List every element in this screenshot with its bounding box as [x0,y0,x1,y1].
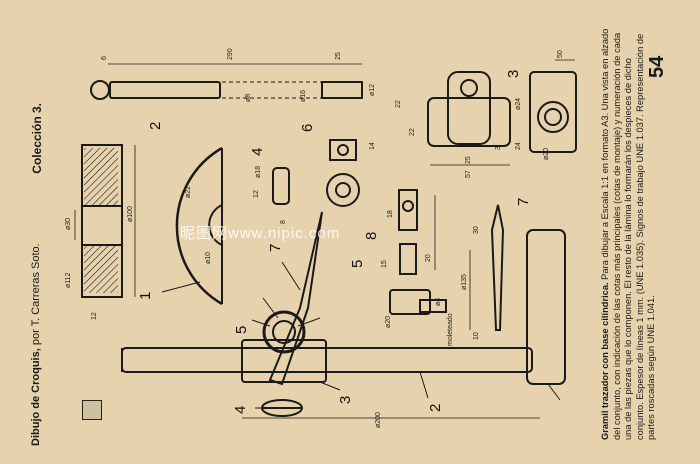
series-label: Colección 3. [30,103,44,174]
base-disc-arc [175,146,223,306]
dim-label: 20 [425,254,432,262]
washer-part-4 [272,167,290,205]
part-number: 8 [363,232,380,240]
dim-label: 15 [381,260,388,268]
dim-label: ø10 [205,252,212,264]
dim-label: 18 [387,210,394,218]
dim-label: 12 [253,190,260,198]
part-number: 5 [349,260,366,268]
dim-label: ø12 [369,84,376,96]
dim-label: 50 [557,50,564,58]
part-number: 5 [233,326,250,334]
logo-stamp [82,400,102,420]
base-part-1 [526,229,566,385]
part-number: 6 [299,124,316,132]
dim-label: ø24 [515,98,522,110]
scriber-part-7 [268,211,323,386]
dim-label: ø16 [300,90,307,102]
dim-label: 10 [473,332,480,340]
dim-label: ø100 [127,206,134,222]
dim-label: ø112 [65,272,72,288]
rod-part-2 [109,81,221,99]
dim-label: ø8 [245,94,252,102]
screw-part-8 [398,189,418,231]
note-moleteado: moleteado [447,313,454,346]
dim-label: ø30 [65,218,72,230]
watermark: 昵图网www.nipic.com [180,225,341,242]
dim-label: 30 [473,226,480,234]
block-part-3-front [447,71,491,145]
title-author: por T. Carreras Soto. [30,243,42,349]
dim-label: 57 [465,170,472,178]
dim-label: 25 [465,156,472,164]
caption-title: Gramil trazador con base cilíndrica. [600,282,610,440]
dim-label: 25 [335,52,342,60]
dim-label: 14 [369,142,376,150]
scriber-needle-part-7 [490,204,505,331]
dim-label: 22 [409,128,416,136]
dim-label: ø20 [543,148,550,160]
dim-label: 290 [227,48,234,60]
part-number: 2 [427,404,444,412]
dim-label: ø22 [185,186,192,198]
dim-label: ø20 [385,316,392,328]
part-number: 3 [505,70,522,78]
caption: Gramil trazador con base cilíndrica. Par… [600,20,658,440]
dim-label: 3 [495,146,502,150]
dim-label: ø18 [255,166,262,178]
dim-label: 22 [395,100,402,108]
part-number: 7 [515,198,532,206]
part-number: 1 [137,292,154,300]
block-part-3-side [529,71,577,153]
dim-label: 12 [91,312,98,320]
part-number: 3 [337,396,354,404]
dim-label: ø200 [375,412,382,428]
dim-label: 6 [101,56,108,60]
part-number: 4 [249,148,266,156]
part-number: 7 [267,244,284,252]
dim-label: ø135 [461,274,468,290]
part-number: 2 [147,122,164,130]
title-bold: Dibujo de Croquis, [30,348,42,446]
dim-label: 24 [515,142,522,150]
dim-label: ø4 [435,298,442,306]
clamp-part-3 [241,339,327,383]
book-title: Dibujo de Croquis, por T. Carreras Soto. [30,243,42,446]
part-number: 4 [232,406,249,414]
dim-label: 8 [280,220,287,224]
